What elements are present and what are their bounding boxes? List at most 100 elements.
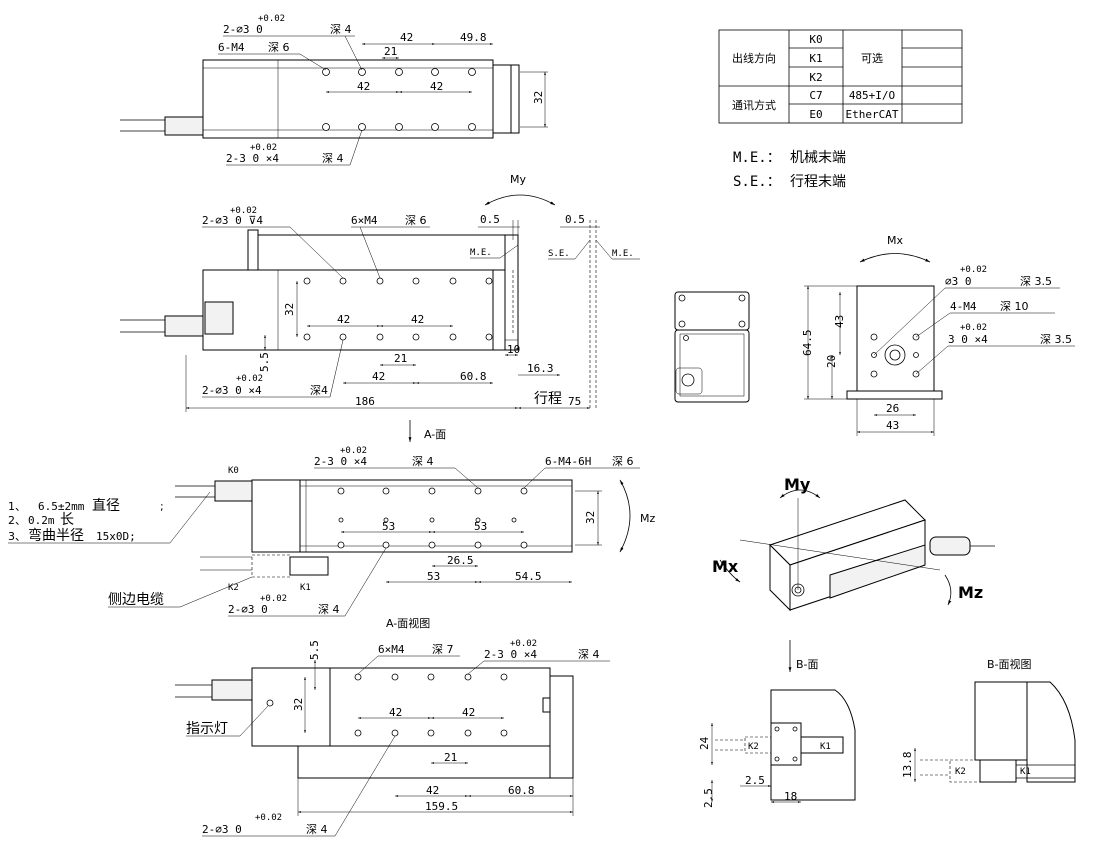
svg-text:0.2m: 0.2m xyxy=(28,514,55,527)
svg-text:42: 42 xyxy=(462,706,475,719)
svg-text:深 10: 深 10 xyxy=(1000,300,1029,313)
svg-text:K2: K2 xyxy=(955,767,966,777)
svg-text:深 4: 深 4 xyxy=(330,23,352,36)
svg-text:26: 26 xyxy=(886,402,899,415)
a-face-holes xyxy=(337,487,528,549)
svg-text:深4: 深4 xyxy=(310,384,328,397)
svg-text:深 6: 深 6 xyxy=(405,214,427,227)
svg-text:K1: K1 xyxy=(1020,767,1031,777)
svg-text:13.8: 13.8 xyxy=(901,752,914,779)
svg-text:42: 42 xyxy=(372,370,385,383)
svg-text:42: 42 xyxy=(337,313,350,326)
svg-text:+0.02: +0.02 xyxy=(250,143,277,153)
svg-text:深 4: 深 4 xyxy=(412,455,434,468)
svg-text:K0: K0 xyxy=(228,466,239,476)
svg-text:B-面: B-面 xyxy=(796,658,819,671)
svg-text:53: 53 xyxy=(427,570,440,583)
svg-text:K1: K1 xyxy=(820,742,831,752)
svg-text:弯曲半径: 弯曲半径 xyxy=(28,527,84,544)
svg-text:15x0D;: 15x0D; xyxy=(96,530,136,543)
bottom-view: 5.5 6×M4 深 7 +0.02 2-3 0 ×4 深 4 32 42 42… xyxy=(175,639,610,837)
svg-text:3 0 ×4: 3 0 ×4 xyxy=(948,333,988,346)
svg-text:Mx: Mx xyxy=(712,557,739,576)
svg-text:6-M4-6H: 6-M4-6H xyxy=(545,455,591,468)
svg-text:60.8: 60.8 xyxy=(460,370,487,383)
svg-text:2、: 2、 xyxy=(8,514,26,527)
svg-text:+0.02: +0.02 xyxy=(230,206,257,216)
svg-text:159.5: 159.5 xyxy=(425,800,458,813)
svg-text:60.8: 60.8 xyxy=(508,784,535,797)
svg-text:42: 42 xyxy=(426,784,439,797)
table-c7-value: 485+I/O xyxy=(849,89,895,102)
table-k1: K1 xyxy=(809,52,822,65)
svg-text:4-M4: 4-M4 xyxy=(950,300,977,313)
svg-text:2-∅3 0 ×4: 2-∅3 0 ×4 xyxy=(202,384,262,397)
svg-text:10: 10 xyxy=(507,343,520,356)
svg-text:My: My xyxy=(784,475,811,494)
legend-se-abbr: S.E.： xyxy=(733,174,781,190)
svg-text:直径: 直径 xyxy=(92,497,120,514)
svg-text:21: 21 xyxy=(384,45,397,58)
svg-text:指示灯: 指示灯 xyxy=(186,721,228,737)
svg-text:32: 32 xyxy=(532,91,545,104)
svg-text:21: 21 xyxy=(394,352,407,365)
svg-text:2-∅3 0 ⊽4: 2-∅3 0 ⊽4 xyxy=(202,214,263,227)
svg-text:深 6: 深 6 xyxy=(612,455,634,468)
options-table: 出线方向 K0 K1 K2 可选 通讯方式 C7 485+I/O E0 Ethe… xyxy=(718,29,963,124)
svg-text:42: 42 xyxy=(411,313,424,326)
svg-text:∅3 0: ∅3 0 xyxy=(945,275,972,288)
svg-text:K2: K2 xyxy=(748,742,759,752)
svg-text:;: ; xyxy=(160,500,164,513)
svg-text:深 7: 深 7 xyxy=(432,643,454,656)
end-view-left xyxy=(674,291,750,403)
svg-text:6×M4: 6×M4 xyxy=(378,643,405,656)
svg-text:21: 21 xyxy=(444,751,457,764)
a-face-view: A-面 K0 +0.02 2-3 0 ×4 深 4 6-M4-6H 深 6 xyxy=(8,420,655,630)
svg-text:5.5: 5.5 xyxy=(308,640,321,660)
svg-text:54.5: 54.5 xyxy=(515,570,542,583)
svg-text:深 4: 深 4 xyxy=(318,603,340,616)
svg-text:18: 18 xyxy=(784,790,797,803)
svg-text:6.5±2mm: 6.5±2mm xyxy=(38,500,85,513)
side-view: My +0.02 2-∅3 0 ⊽4 6×M4 深 6 0.5 0.5 M.E.… xyxy=(120,173,640,412)
svg-text:6×M4: 6×M4 xyxy=(351,214,378,227)
svg-text:53: 53 xyxy=(474,520,487,533)
svg-text:+0.02: +0.02 xyxy=(260,594,287,604)
svg-text:24: 24 xyxy=(698,736,711,750)
table-optional: 可选 xyxy=(861,52,883,65)
svg-text:2-3 0 ×4: 2-3 0 ×4 xyxy=(314,455,367,468)
top-view: +0.02 2-∅3 0 深 4 6-M4 深 6 42 49.8 21 42 … xyxy=(120,14,548,166)
svg-text:深 3.5: 深 3.5 xyxy=(1040,333,1072,346)
svg-text:侧边电缆: 侧边电缆 xyxy=(108,592,164,608)
legend: M.E.： 机械末端 S.E.： 行程末端 xyxy=(733,150,846,190)
svg-text:2.5: 2.5 xyxy=(745,774,765,787)
table-e0: E0 xyxy=(809,108,822,121)
svg-text:+0.02: +0.02 xyxy=(510,639,537,649)
svg-text:42: 42 xyxy=(400,31,413,44)
svg-text:2-∅3 0: 2-∅3 0 xyxy=(228,603,268,616)
svg-text:2.5: 2.5 xyxy=(702,788,715,808)
svg-text:Mz: Mz xyxy=(640,512,655,525)
top-view-holes xyxy=(322,68,476,131)
svg-text:2-3 0 ×4: 2-3 0 ×4 xyxy=(484,648,537,661)
svg-text:+0.02: +0.02 xyxy=(960,323,987,333)
svg-text:行程: 行程 xyxy=(534,391,562,407)
svg-text:1、: 1、 xyxy=(8,500,26,513)
isometric-view: My Mx Mz xyxy=(712,475,995,612)
svg-text:+0.02: +0.02 xyxy=(258,14,285,24)
svg-text:深 3.5: 深 3.5 xyxy=(1020,275,1052,288)
legend-se-text: 行程末端 xyxy=(790,174,846,190)
svg-text:2-∅3 0: 2-∅3 0 xyxy=(223,23,263,36)
svg-text:深 6: 深 6 xyxy=(268,41,290,54)
table-e0-value: EtherCAT xyxy=(846,108,899,121)
svg-text:0.5: 0.5 xyxy=(480,213,500,226)
svg-text:B-面视图: B-面视图 xyxy=(987,657,1032,671)
svg-text:A-面视图: A-面视图 xyxy=(386,616,430,630)
svg-text:42: 42 xyxy=(357,80,370,93)
table-group2-label: 通讯方式 xyxy=(732,98,776,112)
svg-text:64.5: 64.5 xyxy=(801,330,814,357)
svg-text:A-面: A-面 xyxy=(424,428,446,441)
svg-text:49.8: 49.8 xyxy=(460,31,487,44)
svg-text:20: 20 xyxy=(825,355,838,368)
svg-text:深 4: 深 4 xyxy=(306,823,328,836)
